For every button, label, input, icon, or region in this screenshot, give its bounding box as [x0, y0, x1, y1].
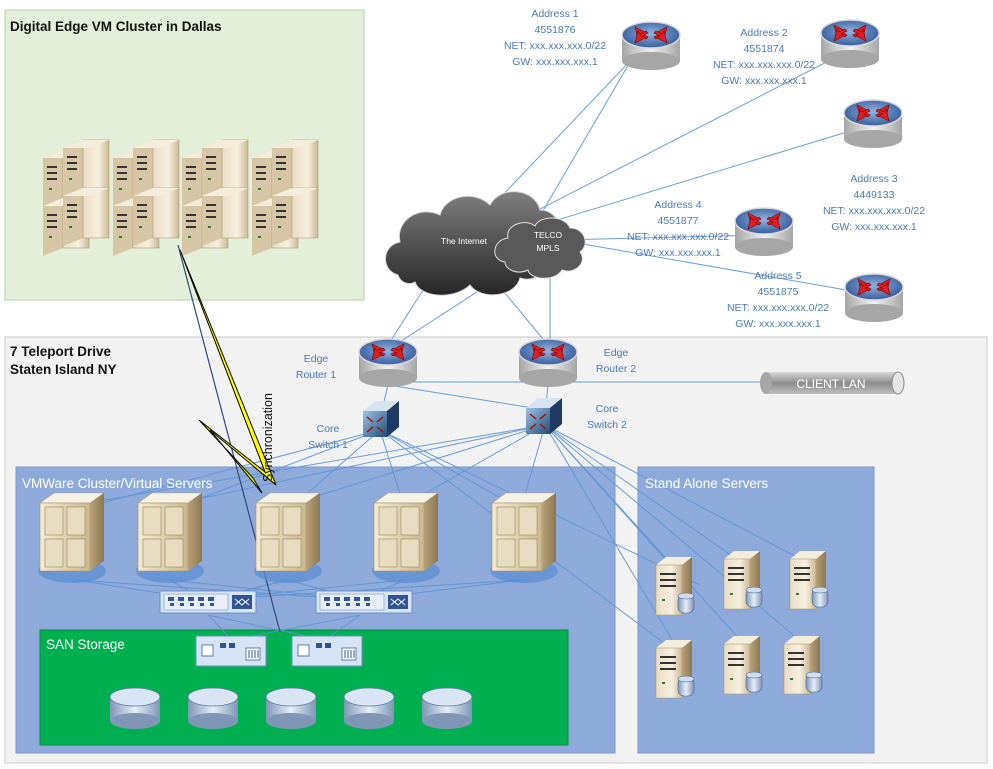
router-address-3-icon	[843, 99, 903, 149]
edge-router-1-label-line1: Edge	[304, 353, 329, 365]
edge-router-1-label-line2: Router 1	[296, 369, 336, 381]
svg-text:Address 5: Address 5	[754, 270, 801, 282]
teleport-zone-title-line2: Staten Island NY	[10, 362, 117, 377]
vm-host-4	[371, 492, 441, 584]
vm-host-5	[489, 492, 559, 584]
address-2-label: Address 2 4551874 NET: xxx.xxx.xxx.0/22 …	[713, 27, 815, 87]
router-address-4-icon	[734, 207, 794, 257]
address-5-label: Address 5 4551875 NET: xxx.xxx.xxx.0/22 …	[727, 270, 829, 330]
internet-cloud-icon	[385, 191, 586, 296]
vm-switch-2-icon	[315, 590, 413, 614]
address-1-label: Address 1 4551876 NET: xxx.xxx.xxx.0/22 …	[504, 8, 606, 68]
svg-text:4551875: 4551875	[758, 286, 799, 298]
vm-host-2	[135, 492, 205, 584]
svg-text:GW: xxx.xxx.xxx.1: GW: xxx.xxx.xxx.1	[635, 247, 721, 259]
standalone-server-1	[655, 556, 695, 616]
standalone-server-6	[783, 635, 823, 695]
svg-text:GW: xxx.xxx.xxx.1: GW: xxx.xxx.xxx.1	[831, 221, 917, 233]
vmware-zone-title: VMWare Cluster/Virtual Servers	[22, 476, 213, 491]
san-zone-title: SAN Storage	[46, 637, 125, 652]
teleport-zone-title-line1: 7 Teleport Drive	[10, 344, 112, 359]
svg-text:GW: xxx.xxx.xxx.1: GW: xxx.xxx.xxx.1	[512, 56, 598, 68]
vm-host-1	[37, 492, 107, 584]
core-switch-1-label-line1: Core	[317, 423, 340, 435]
san-disk-1-icon	[109, 687, 161, 730]
san-disk-2-icon	[187, 687, 239, 730]
dallas-zone-title: Digital Edge VM Cluster in Dallas	[10, 19, 222, 34]
svg-text:NET: xxx.xxx.xxx.0/22: NET: xxx.xxx.xxx.0/22	[504, 40, 606, 52]
router-address-5-icon	[844, 273, 904, 323]
core-switch-1-label-line2: Switch 1	[308, 439, 348, 451]
svg-text:NET: xxx.xxx.xxx.0/22: NET: xxx.xxx.xxx.0/22	[713, 59, 815, 71]
san-disk-3-icon	[265, 687, 317, 730]
router-address-1-icon	[621, 21, 681, 71]
edge-router-1-icon	[358, 338, 418, 388]
edge-router-2-icon	[518, 338, 578, 388]
svg-text:4551877: 4551877	[658, 215, 699, 227]
standalone-zone-title: Stand Alone Servers	[645, 476, 768, 491]
synchronization-bolt-icon	[179, 249, 277, 494]
svg-text:4449133: 4449133	[854, 189, 895, 201]
core-switch-2-label-line2: Switch 2	[587, 419, 627, 431]
san-controller-2-icon	[291, 635, 363, 667]
svg-text:4551874: 4551874	[744, 43, 785, 55]
svg-text:Address 1: Address 1	[531, 8, 578, 20]
core-switch-2-label-line1: Core	[596, 403, 619, 415]
vm-switch-1-icon	[159, 590, 257, 614]
svg-text:Address 2: Address 2	[740, 27, 787, 39]
svg-text:NET: xxx.xxx.xxx.0/22: NET: xxx.xxx.xxx.0/22	[727, 302, 829, 314]
address-3-label: Address 3 4449133 NET: xxx.xxx.xxx.0/22 …	[823, 173, 925, 233]
router-address-2-icon	[820, 19, 880, 69]
standalone-server-4	[655, 639, 695, 699]
svg-text:GW: xxx.xxx.xxx.1: GW: xxx.xxx.xxx.1	[721, 75, 807, 87]
svg-text:NET: xxx.xxx.xxx.0/22: NET: xxx.xxx.xxx.0/22	[627, 231, 729, 243]
vm-host-3	[253, 492, 323, 584]
standalone-server-5	[723, 635, 763, 695]
client-lan-pipe	[760, 371, 905, 395]
internet-cloud-label: The Internet	[441, 236, 487, 246]
svg-text:4551876: 4551876	[535, 24, 576, 36]
san-disk-4-icon	[343, 687, 395, 730]
client-lan-label: CLIENT LAN	[796, 377, 865, 391]
telco-cloud-label-line2: MPLS	[536, 243, 559, 253]
edge-router-2-label-line1: Edge	[604, 347, 629, 359]
svg-text:NET: xxx.xxx.xxx.0/22: NET: xxx.xxx.xxx.0/22	[823, 205, 925, 217]
standalone-server-2	[723, 550, 763, 610]
svg-text:Address 3: Address 3	[850, 173, 897, 185]
edge-router-2-label-line2: Router 2	[596, 363, 636, 375]
san-disk-5-icon	[421, 687, 473, 730]
synchronization-label: Synchronization	[261, 393, 275, 482]
address-4-label: Address 4 4551877 NET: xxx.xxx.xxx.0/22 …	[627, 199, 729, 259]
standalone-server-3	[789, 550, 829, 610]
san-controller-1-icon	[195, 635, 267, 667]
telco-cloud-label-line1: TELCO	[534, 230, 563, 240]
svg-text:GW: xxx.xxx.xxx.1: GW: xxx.xxx.xxx.1	[735, 318, 821, 330]
svg-text:Address 4: Address 4	[654, 199, 701, 211]
